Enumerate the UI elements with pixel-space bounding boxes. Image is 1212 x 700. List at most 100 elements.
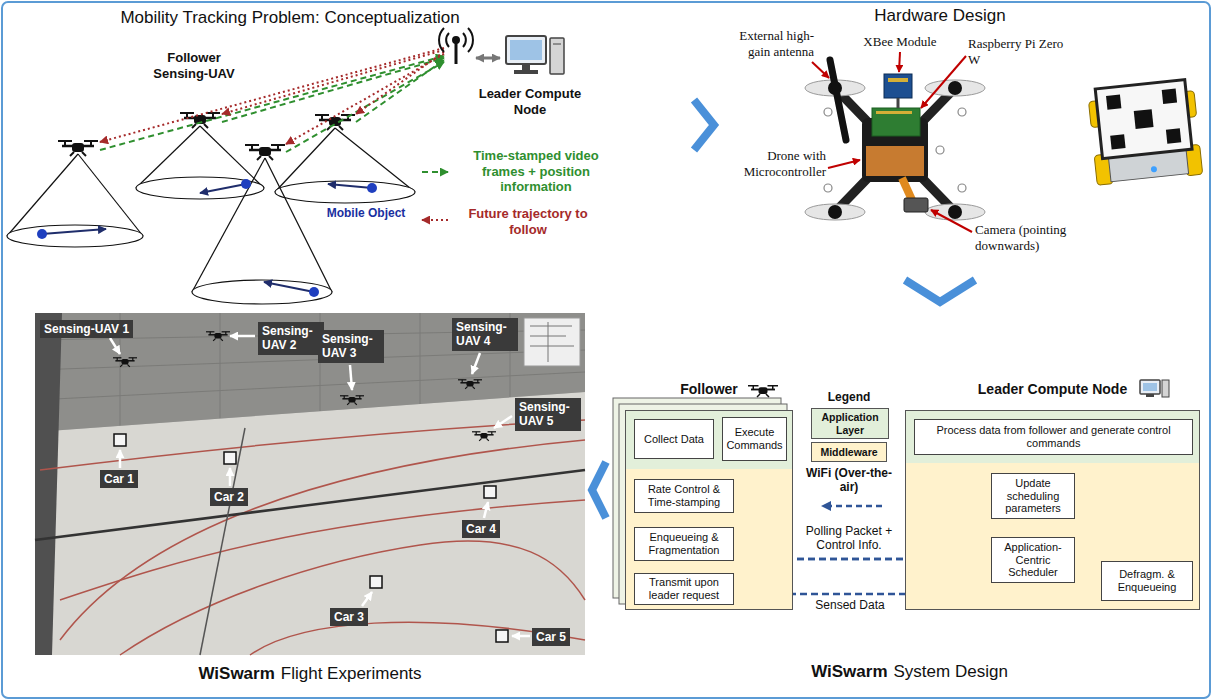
- flight-experiment-photo: [110, 338, 120, 354]
- quadcopter-photo: [805, 60, 985, 220]
- antenna-icon: [439, 28, 473, 64]
- flight-experiment-photo: [340, 396, 364, 405]
- flight-experiment-photo: [458, 380, 482, 389]
- flight-experiment-photo: [230, 335, 255, 338]
- robot-car-photo: [1110, 134, 1125, 149]
- caption-text: System Design: [894, 662, 1008, 682]
- sensing-cone: [265, 158, 332, 292]
- process-box: Rate Control & Time-stamping: [634, 479, 734, 513]
- quadcopter-photo: [884, 74, 912, 98]
- quadcopter-photo: [824, 184, 832, 192]
- flight-experiment-photo: [530, 322, 574, 362]
- process-box: Enqueueing & Fragmentation: [634, 527, 734, 561]
- quadcopter-photo: [872, 108, 920, 136]
- callout-tag: Car 1: [100, 470, 138, 488]
- quadcopter-photo: [835, 88, 955, 212]
- quadcopter-photo: [824, 108, 832, 116]
- sensing-cone: [192, 158, 265, 292]
- flight-experiment-photo: [524, 318, 580, 366]
- callout-tag: Sensing-UAV 5: [515, 398, 581, 431]
- legend-swatch: Application Layer: [811, 408, 889, 439]
- follower-panel: FollowerCollect DataExecute CommandsRate…: [625, 410, 793, 610]
- antenna-icon: [453, 37, 459, 43]
- flight-experiment-photo: [200, 428, 245, 655]
- downlink-line: [100, 48, 444, 144]
- box-text: Collect Data: [644, 433, 704, 446]
- callout-tag: Sensing-UAV 3: [318, 330, 384, 363]
- computer-icon: [522, 64, 530, 70]
- flight-experiment-photo: [35, 372, 585, 400]
- flight-experiment-photo: [548, 322, 549, 362]
- flight-experiment-photo: [370, 576, 382, 588]
- flight-experiment-photo: [40, 420, 585, 655]
- annotation-text: Legend: [811, 390, 887, 404]
- flight-experiment-photo: [220, 313, 221, 419]
- quadcopter-photo: [958, 108, 966, 116]
- box-text: Transmit upon leader request: [638, 576, 730, 601]
- legend-text: Future trajectory to follow: [458, 206, 598, 237]
- flight-experiment-photo: [340, 396, 364, 405]
- legend-swatch: Middleware: [811, 442, 887, 462]
- callout-tag: Sensing-UAV 2: [258, 322, 324, 355]
- double-arrow: [476, 57, 500, 60]
- flight-experiment-photo: [484, 502, 488, 518]
- flight-experiment-photo: [40, 420, 585, 470]
- flight-experiment-photo: [110, 336, 530, 636]
- box-text: Application-Centric Scheduler: [995, 541, 1071, 579]
- flight-experiment-photo: [35, 313, 62, 655]
- mobile-object-dot: [37, 179, 377, 297]
- flight-experiment-photo: [113, 358, 137, 367]
- flow-chevron: [905, 280, 975, 302]
- process-box: Transmit upon leader request: [634, 573, 734, 605]
- mobile-object: [264, 282, 314, 292]
- computer-icon: [506, 36, 564, 74]
- box-text: Enqueueing & Fragmentation: [638, 531, 730, 556]
- flight-experiment-photo: [512, 635, 530, 638]
- annotation-text: Drone with Microcontroller: [728, 148, 826, 179]
- callout-tag: Car 2: [210, 488, 248, 506]
- flow-chevron: [694, 100, 714, 150]
- robot-car-photo: [1151, 166, 1158, 173]
- flight-experiment-photo: [350, 365, 352, 390]
- callout-tag: Car 3: [330, 608, 368, 626]
- drone-icon: [748, 386, 778, 397]
- annotation-text: Mobility Tracking Problem: Conceptualiza…: [80, 8, 500, 28]
- box-text: Rate Control & Time-stamping: [638, 483, 730, 508]
- flight-experiment-photo: [472, 432, 496, 441]
- quadcopter-photo: [835, 88, 955, 212]
- computer-icon: [1162, 380, 1169, 397]
- antenna-icon: [468, 28, 473, 52]
- quadcopter-photo: [958, 184, 966, 192]
- concept-illustration: [7, 28, 564, 304]
- callout-tag: Sensing-UAV 4: [452, 318, 518, 351]
- edge-label: Polling Packet + Control Info.: [797, 524, 901, 553]
- annotation-text: Mobile Object: [318, 206, 414, 220]
- downlink-line: [286, 54, 444, 144]
- flight-experiment-photo: [114, 434, 126, 446]
- flight-experiment-photo: [35, 313, 585, 655]
- wireless-arrow: [822, 505, 882, 508]
- box-text: Execute Commands: [726, 426, 783, 451]
- flight-experiment-photo: [206, 332, 230, 341]
- flight-experiment-photo: [206, 332, 230, 341]
- uplink-line: [100, 56, 444, 150]
- flight-experiment-photo: [35, 313, 585, 655]
- flight-experiment-photo: [494, 416, 512, 428]
- flight-experiment-photo: [530, 326, 572, 327]
- flow-chevron: [592, 462, 606, 518]
- caption-row: WiSwarmFlight Experiments: [35, 664, 585, 684]
- uplink-line: [222, 58, 444, 122]
- mobile-object: [42, 184, 372, 292]
- flight-experiment-photo: [496, 630, 508, 642]
- annotation-text: Leader Compute Node: [478, 86, 582, 117]
- flight-experiment-photo: [119, 450, 122, 468]
- box-text: Defragm. & Enqueueing: [1105, 568, 1189, 593]
- robot-car-photo: [1162, 89, 1177, 104]
- mobile-object: [328, 184, 372, 188]
- computer-icon: [510, 40, 542, 60]
- flight-experiment-photo: [362, 592, 372, 606]
- robot-car-photo: [1087, 79, 1202, 186]
- annotation-text: WiFi (Over-the-air): [804, 466, 894, 495]
- panel-heading: Follower: [626, 381, 792, 398]
